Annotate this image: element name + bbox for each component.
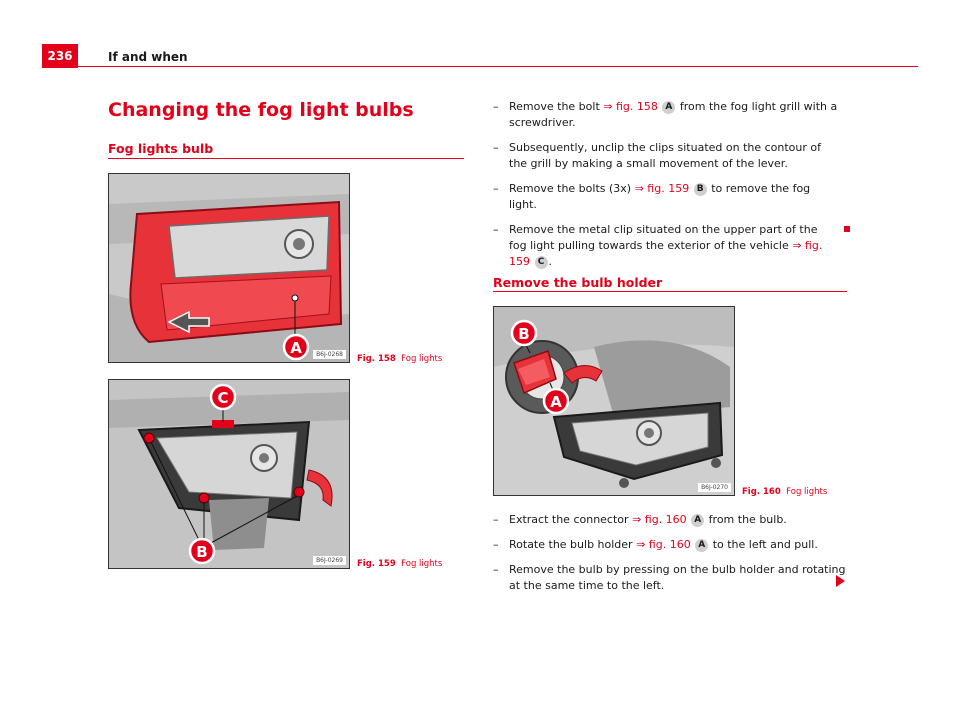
step-item: –Remove the bolts (3x) ⇒ fig. 159 B to r… — [493, 181, 838, 213]
figure-code: B6J-0269 — [313, 556, 346, 565]
callout-b-label: B — [518, 325, 529, 343]
step-dash: – — [493, 223, 499, 236]
continue-arrow-icon — [836, 575, 845, 587]
step-item: –Remove the bulb by pressing on the bulb… — [493, 562, 848, 594]
steps-list-bottom: –Extract the connector ⇒ fig. 160 A from… — [493, 512, 848, 603]
caption-text: Fog lights — [401, 559, 443, 569]
step-text: from the bulb. — [705, 513, 787, 526]
step-item: –Extract the connector ⇒ fig. 160 A from… — [493, 512, 848, 528]
fig-reference: ⇒ fig. 159 — [509, 239, 823, 268]
fig-reference: ⇒ fig. 158 — [603, 100, 658, 113]
page-number: 236 — [42, 44, 78, 68]
step-text: Remove the bolts (3x) — [509, 182, 635, 195]
step-text: to remove the fog light. — [509, 182, 811, 211]
step-text: Remove the bulb by pressing on the bulb … — [509, 563, 846, 592]
fig-reference: ⇒ fig. 160 — [636, 538, 691, 551]
subtitle-fog-lights-bulb: Fog lights bulb — [108, 141, 214, 156]
step-text: to the left and pull. — [709, 538, 818, 551]
header-divider — [78, 66, 918, 67]
figure-code: B6J-0270 — [698, 483, 731, 492]
caption-text: Fog lights — [401, 354, 443, 364]
callout-a-label: A — [290, 339, 302, 357]
figure-160: B A B6J-0270 — [493, 306, 735, 496]
caption-label: Fig. 160 — [742, 487, 781, 497]
figure-159: C B B6J-0269 — [108, 379, 350, 569]
label-badge: A — [662, 101, 676, 114]
step-item: –Remove the metal clip situated on the u… — [493, 222, 838, 270]
label-badge: B — [693, 183, 707, 196]
fig-reference: ⇒ fig. 160 — [632, 513, 687, 526]
fig-reference: ⇒ fig. 159 — [634, 182, 690, 195]
callout-c-icon: C — [209, 383, 237, 411]
caption-fig-158: Fig. 158 Fog lights — [357, 354, 442, 364]
step-text: Remove the metal clip situated on the up… — [509, 223, 818, 252]
end-square-icon — [844, 226, 850, 232]
caption-fig-159: Fig. 159 Fog lights — [357, 559, 442, 569]
callout-b-icon: B — [188, 537, 216, 565]
caption-fig-160: Fig. 160 Fog lights — [742, 487, 827, 497]
fog-light-grill-illustration — [109, 174, 349, 362]
subtitle-remove-bulb-holder: Remove the bulb holder — [493, 275, 663, 290]
caption-label: Fig. 159 — [357, 559, 396, 569]
section-title: If and when — [108, 50, 188, 64]
figure-158: A B6J-0268 — [108, 173, 350, 363]
step-dash: – — [493, 100, 499, 113]
step-text: . — [548, 255, 553, 268]
label-badge: C — [534, 256, 548, 269]
callout-a-icon: A — [542, 387, 570, 415]
step-item: –Rotate the bulb holder ⇒ fig. 160 A to … — [493, 537, 848, 553]
callout-a-label: A — [550, 393, 562, 411]
step-item: –Remove the bolt ⇒ fig. 158 A from the f… — [493, 99, 838, 131]
label-badge: A — [691, 514, 705, 527]
subtitle-rule — [108, 158, 464, 159]
step-item: –Subsequently, unclip the clips situated… — [493, 140, 838, 172]
caption-label: Fig. 158 — [357, 354, 396, 364]
step-text: Rotate the bulb holder — [509, 538, 637, 551]
caption-text: Fog lights — [786, 487, 828, 497]
subtitle-rule — [493, 291, 847, 292]
step-dash: – — [493, 141, 499, 154]
callout-a-icon: A — [282, 333, 310, 361]
steps-list-top: –Remove the bolt ⇒ fig. 158 A from the f… — [493, 99, 838, 279]
step-dash: – — [493, 182, 499, 195]
callout-c-label: C — [217, 389, 228, 407]
step-dash: – — [493, 538, 499, 551]
step-text: Extract the connector — [509, 513, 633, 526]
bulb-holder-illustration — [494, 307, 734, 495]
step-text: Remove the bolt — [509, 100, 604, 113]
figure-code: B6J-0268 — [313, 350, 346, 359]
step-text: from the fog light grill with a screwdri… — [509, 100, 838, 129]
step-dash: – — [493, 563, 499, 576]
page-title: Changing the fog light bulbs — [108, 99, 414, 121]
fog-light-frame-illustration — [109, 380, 349, 568]
step-text: Subsequently, unclip the clips situated … — [509, 141, 822, 170]
step-dash: – — [493, 513, 499, 526]
callout-b-icon: B — [510, 319, 538, 347]
label-badge: A — [695, 539, 709, 552]
callout-b-label: B — [196, 543, 207, 561]
